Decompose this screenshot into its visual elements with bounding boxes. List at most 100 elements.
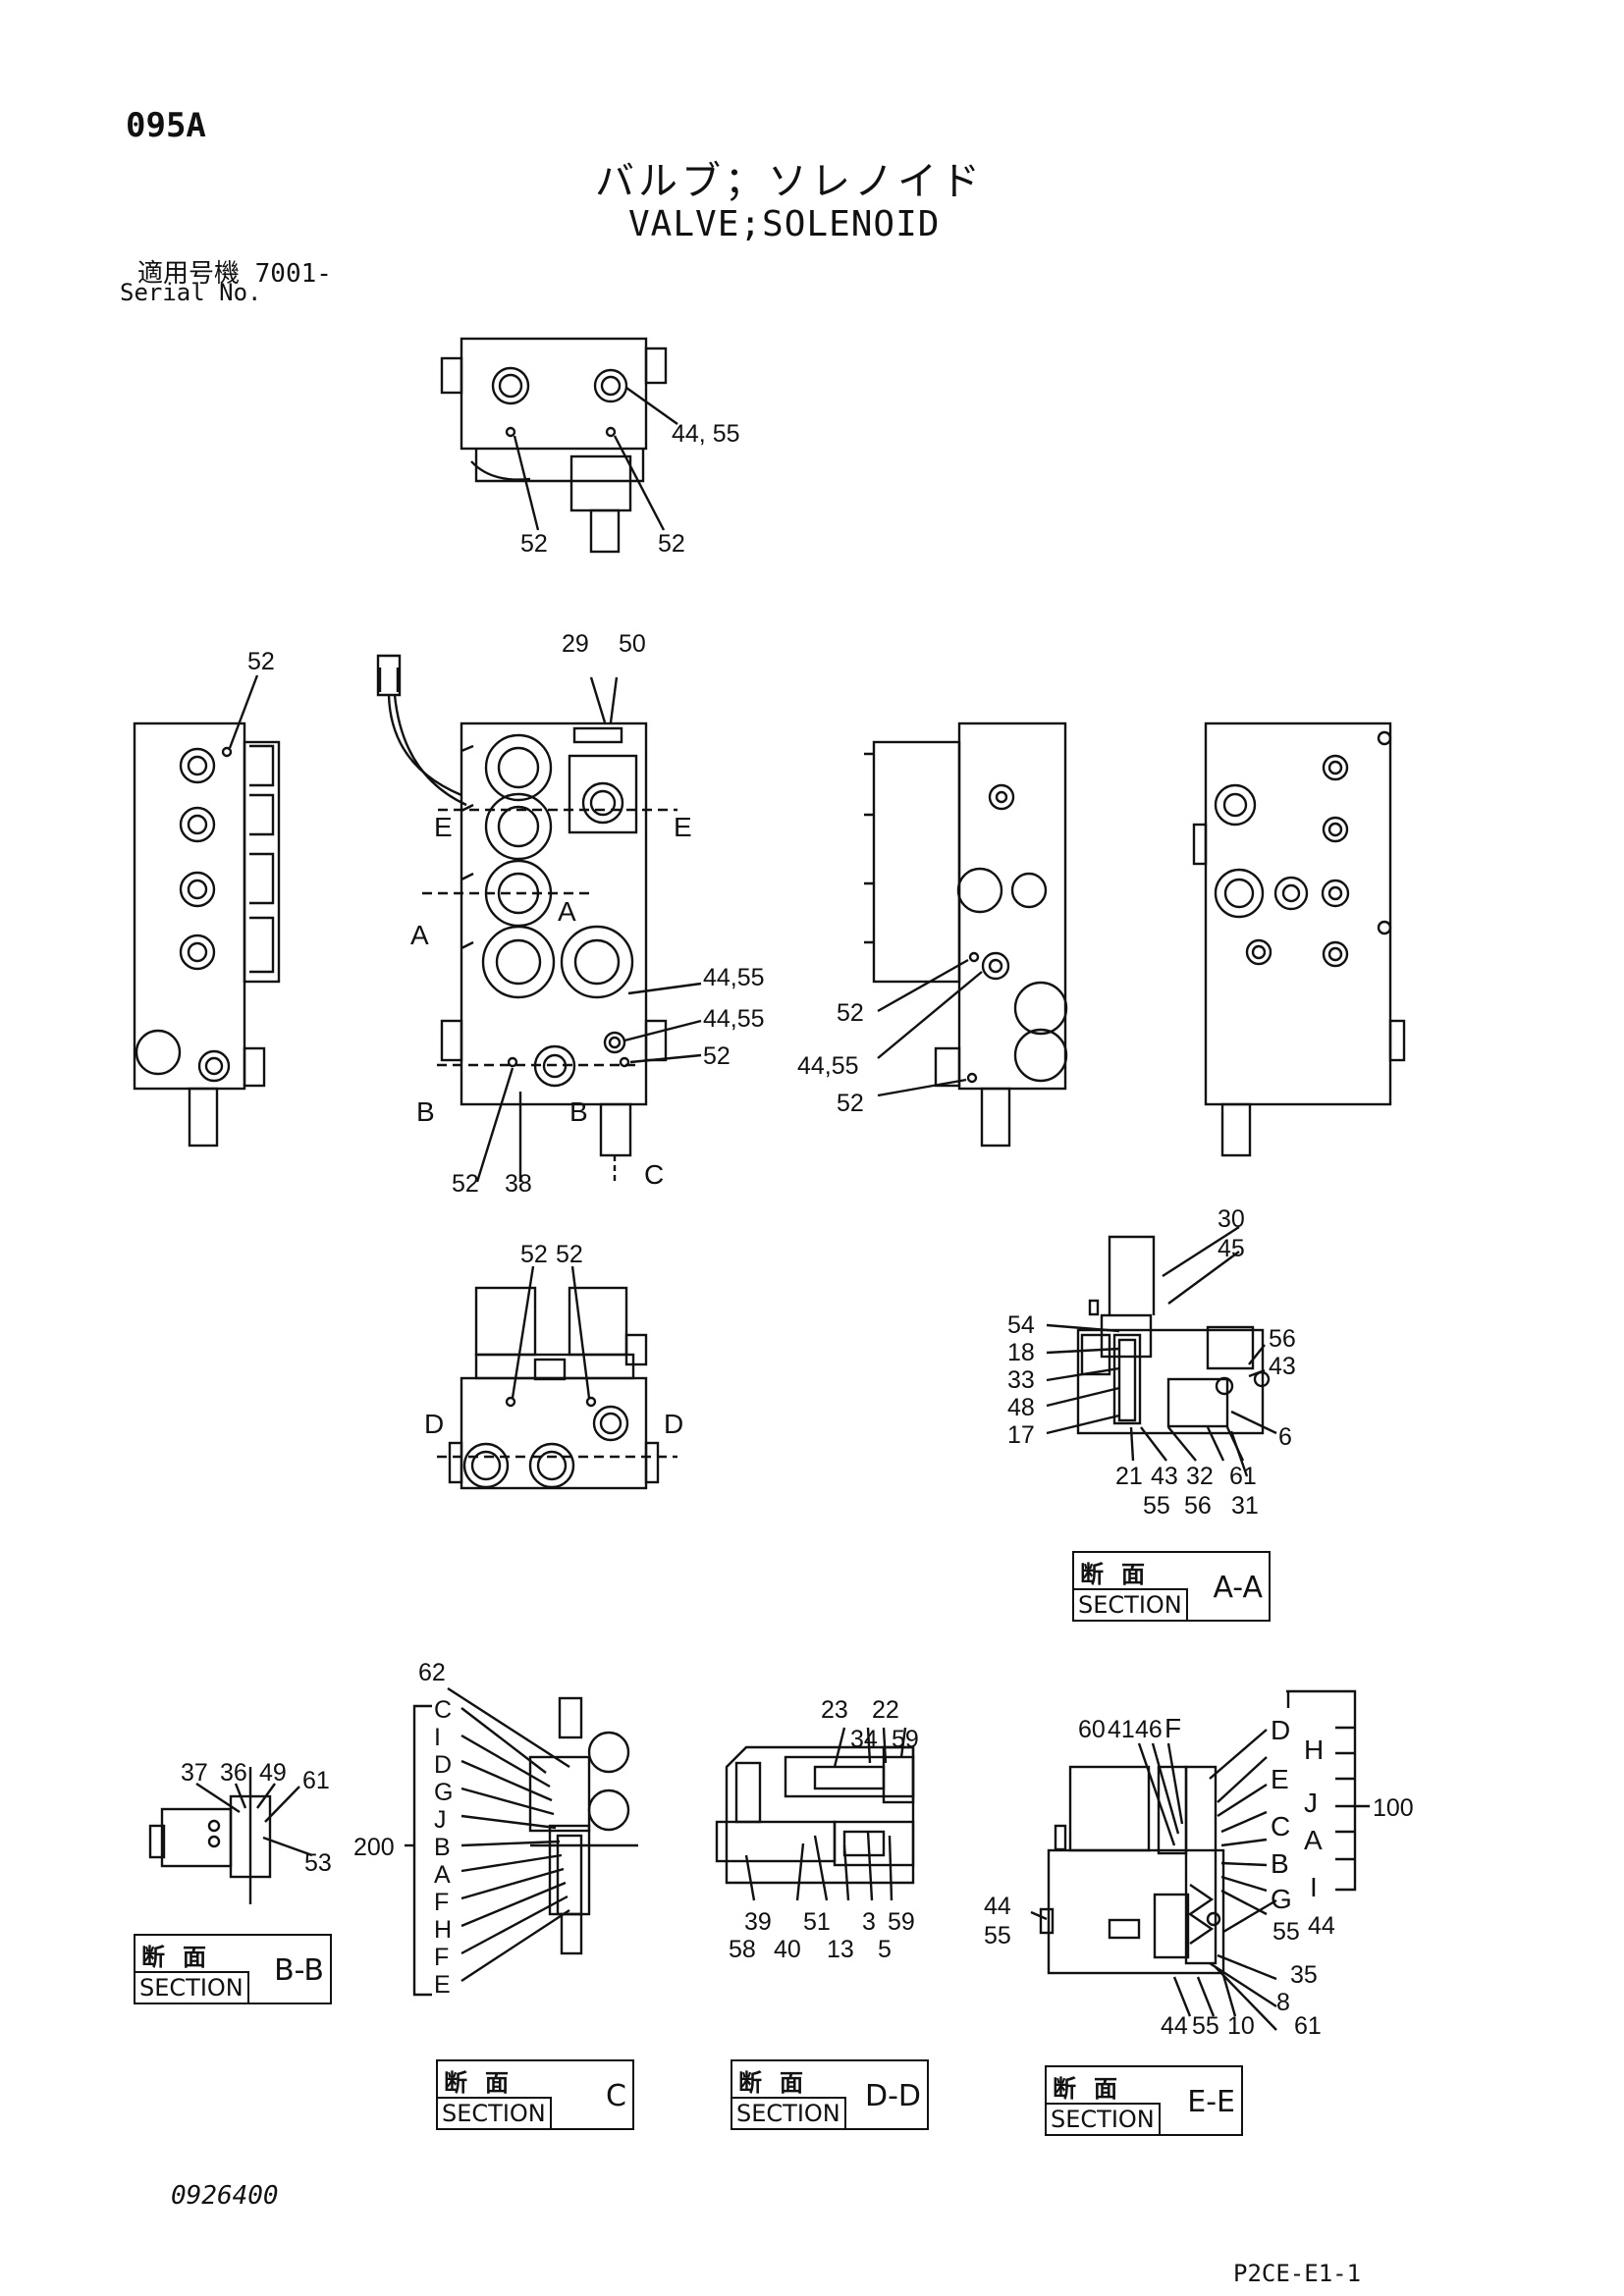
callout-c-letter-c: C <box>434 1696 452 1724</box>
callout-c-62: 62 <box>418 1659 446 1686</box>
callout-dd-40: 40 <box>774 1936 801 1963</box>
section-ee-drawing <box>1030 1689 1370 2031</box>
callout-c-200: 200 <box>353 1834 395 1861</box>
callout-aa-31: 31 <box>1231 1492 1259 1520</box>
callout-ee-letter-d: D <box>1271 1715 1290 1745</box>
section-id: D-D <box>864 2079 921 2113</box>
right-view <box>864 721 1068 1148</box>
callout-right-52b: 52 <box>837 1090 864 1117</box>
callout-c-letter-a: A <box>434 1861 451 1889</box>
callout-ee-55c: 55 <box>1192 2012 1219 2040</box>
page-reference: P2CE-E1-1 <box>1233 2260 1362 2287</box>
callout-ee-35: 35 <box>1290 1961 1318 1989</box>
callout-ee-letter-i: I <box>1310 1872 1318 1902</box>
callout-dd-22: 22 <box>872 1696 899 1724</box>
section-word: SECTION <box>135 1971 249 2002</box>
callout-ee-letter-f: F <box>1164 1713 1181 1743</box>
callout-ee-letter-e: E <box>1271 1764 1289 1794</box>
section-id: A-A <box>1213 1571 1263 1605</box>
callout-top-52b: 52 <box>658 530 685 558</box>
section-kanji: 断面 <box>141 1944 224 1971</box>
callout-c-letter-d: D <box>434 1751 452 1779</box>
section-kanji: 断面 <box>1080 1561 1163 1588</box>
callout-dd-3: 3 <box>862 1908 876 1936</box>
callout-dd-51: 51 <box>803 1908 831 1936</box>
callout-aa-17: 17 <box>1007 1421 1035 1449</box>
callout-ee-41: 41 <box>1108 1716 1135 1743</box>
section-bb-drawing <box>148 1767 313 1904</box>
callout-front-52: 52 <box>703 1042 731 1070</box>
callout-aa-33: 33 <box>1007 1366 1035 1394</box>
callout-ee-44c: 44 <box>1161 2012 1188 2040</box>
section-kanji: 断面 <box>738 2069 821 2097</box>
callout-dd-58: 58 <box>729 1936 756 1963</box>
section-word: SECTION <box>732 2097 846 2128</box>
callout-c-letter-i: I <box>434 1724 441 1751</box>
section-id: C <box>606 2079 626 2113</box>
callout-left-52: 52 <box>247 648 275 675</box>
callout-aa-43: 43 <box>1269 1353 1296 1380</box>
callout-c-letter-g: G <box>434 1779 453 1806</box>
callout-dd-59b: 59 <box>888 1908 915 1936</box>
document-number: 0926400 <box>171 2181 279 2211</box>
callout-c-letter-h: H <box>434 1916 452 1944</box>
callout-bottom-52a: 52 <box>520 1241 548 1268</box>
page-id: 095A <box>126 106 206 145</box>
callout-dd-59: 59 <box>892 1726 919 1753</box>
callout-dd-13: 13 <box>827 1936 854 1963</box>
callout-bottom-52b: 52 <box>556 1241 583 1268</box>
cut-marker-a-right: A <box>558 896 576 927</box>
section-dd-drawing <box>715 1727 915 1901</box>
back-view <box>1192 721 1406 1157</box>
callout-aa-21: 21 <box>1115 1463 1143 1490</box>
callout-aa-30: 30 <box>1218 1205 1245 1233</box>
serial-japanese: 適用号機 7001- <box>137 259 332 289</box>
section-kanji: 断面 <box>444 2069 526 2097</box>
section-id: E-E <box>1187 2085 1235 2119</box>
callout-front-29: 29 <box>562 630 589 658</box>
left-view <box>133 674 281 1148</box>
callout-ee-letter-j: J <box>1304 1788 1318 1818</box>
callout-bb-36: 36 <box>220 1759 247 1787</box>
callout-top-52a: 52 <box>520 530 548 558</box>
callout-dd-5: 5 <box>878 1936 892 1963</box>
section-word: SECTION <box>1047 2103 1161 2134</box>
cut-marker-d-right: D <box>664 1409 683 1439</box>
section-label-aa: 断面 SECTION A-A <box>1072 1551 1271 1622</box>
title-english: VALVE;SOLENOID <box>628 204 941 244</box>
callout-ee-letter-g: G <box>1271 1884 1292 1914</box>
callout-ee-letter-a: A <box>1304 1825 1323 1855</box>
section-id: B-B <box>274 1953 324 1988</box>
callout-aa-56b: 56 <box>1184 1492 1212 1520</box>
callout-front-38: 38 <box>505 1170 532 1198</box>
callout-dd-23: 23 <box>821 1696 848 1724</box>
callout-ee-letter-c: C <box>1271 1811 1290 1842</box>
callout-bb-53: 53 <box>304 1849 332 1877</box>
callout-aa-61: 61 <box>1229 1463 1257 1490</box>
callout-ee-100: 100 <box>1373 1794 1414 1822</box>
cut-marker-b-left: B <box>416 1096 435 1127</box>
section-label-ee: 断面 SECTION E-E <box>1045 2065 1243 2136</box>
callout-ee-55: 55 <box>984 1922 1011 1949</box>
callout-ee-46: 46 <box>1135 1716 1163 1743</box>
callout-aa-43b: 43 <box>1151 1463 1178 1490</box>
callout-dd-39: 39 <box>744 1908 772 1936</box>
section-word: SECTION <box>1074 1588 1188 1620</box>
callout-dd-34: 34 <box>850 1726 878 1753</box>
callout-ee-letter-h: H <box>1304 1735 1324 1765</box>
callout-c-letter-f: F <box>434 1889 449 1916</box>
callout-aa-18: 18 <box>1007 1339 1035 1366</box>
callout-aa-45: 45 <box>1218 1235 1245 1262</box>
callout-ee-61: 61 <box>1294 2012 1322 2040</box>
callout-right-44-55: 44,55 <box>797 1052 859 1080</box>
callout-ee-44: 44 <box>984 1893 1011 1920</box>
callout-front-44-55a: 44,55 <box>703 964 765 991</box>
cut-marker-e-right: E <box>674 812 692 842</box>
callout-front-50: 50 <box>619 630 646 658</box>
cut-marker-e-left: E <box>434 812 453 842</box>
callout-ee-55b: 55 <box>1272 1918 1300 1946</box>
title-japanese: バルブ；ソレノイド <box>595 159 984 204</box>
callout-aa-32: 32 <box>1186 1463 1214 1490</box>
callout-front-44-55b: 44,55 <box>703 1005 765 1033</box>
